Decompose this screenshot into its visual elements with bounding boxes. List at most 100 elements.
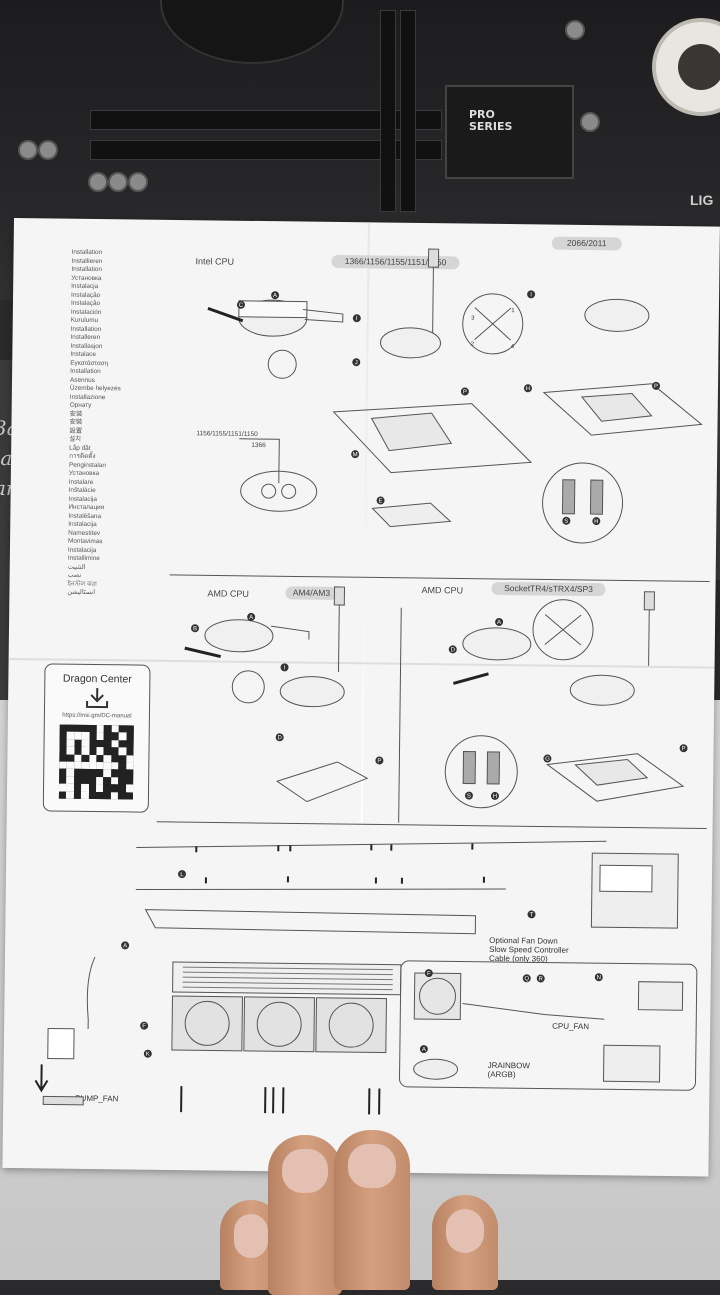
svg-text:P: P	[463, 389, 467, 395]
logo-line-2: SERIES	[469, 121, 512, 133]
part-marker: E	[377, 496, 385, 504]
arrow-icon	[453, 673, 488, 683]
argb-fan-icon	[414, 973, 461, 1020]
part-marker: D	[449, 645, 457, 653]
amd-socket-plate	[277, 761, 367, 802]
part-marker: K	[144, 1050, 152, 1058]
svg-text:A: A	[123, 943, 127, 949]
screw-order-3: 3	[471, 316, 475, 322]
svg-text:K: K	[146, 1052, 150, 1058]
part-marker: I	[527, 290, 535, 298]
svg-text:E: E	[379, 498, 383, 504]
fan-3	[316, 998, 387, 1053]
svg-text:D: D	[277, 735, 282, 741]
part-marker: B	[191, 624, 199, 632]
part-marker: R	[537, 974, 545, 982]
finger	[432, 1195, 498, 1290]
svg-text:T: T	[530, 912, 534, 918]
svg-text:R: R	[539, 976, 544, 982]
svg-text:N: N	[597, 975, 601, 981]
capacitor	[88, 172, 108, 192]
part-marker: A	[247, 613, 255, 621]
backplate-intel	[372, 502, 450, 527]
part-marker: I	[353, 314, 361, 322]
section-divider	[157, 822, 707, 829]
part-marker: Q	[523, 974, 531, 982]
capacitor	[38, 140, 58, 160]
power-supply-icon	[638, 982, 682, 1011]
part-marker: H	[491, 792, 499, 800]
pump-block-tr4-2	[570, 675, 634, 706]
svg-text:P: P	[377, 758, 381, 764]
capacitor	[128, 172, 148, 192]
svg-text:A: A	[422, 1047, 426, 1053]
part-marker: A	[121, 941, 129, 949]
fan-2	[244, 997, 315, 1052]
part-marker: G	[543, 755, 551, 763]
pump-block-tr4	[463, 628, 531, 661]
standoff-detail	[542, 462, 623, 543]
svg-text:F: F	[427, 971, 431, 977]
screwdriver-icon	[428, 249, 438, 267]
svg-text:S: S	[564, 519, 568, 525]
part-marker: A	[495, 618, 503, 626]
capacitor	[580, 112, 600, 132]
section-divider	[399, 608, 402, 823]
part-marker: L	[178, 870, 186, 878]
part-marker: P	[461, 387, 469, 395]
pump-icon	[414, 1059, 458, 1080]
detail-callout	[232, 671, 264, 703]
cpu-cooler-fan	[160, 0, 344, 64]
capacitor	[565, 20, 585, 40]
svg-text:D: D	[451, 647, 456, 653]
part-marker: P	[375, 756, 383, 764]
part-marker: T	[527, 910, 535, 918]
arrow-icon	[185, 648, 221, 656]
screw-order-2: 2	[471, 342, 475, 348]
board-edge-text: LIG	[690, 192, 713, 208]
part-marker: I	[280, 663, 288, 671]
svg-text:A: A	[497, 620, 501, 626]
svg-text:H: H	[493, 794, 497, 800]
part-marker: H	[592, 517, 600, 525]
part-marker: A	[420, 1045, 428, 1053]
part-marker: F	[140, 1022, 148, 1030]
svg-text:S: S	[467, 794, 471, 800]
screwdriver-icon	[644, 592, 654, 610]
pump-block-amd	[205, 619, 273, 652]
pump-block-2066	[585, 299, 649, 332]
part-marker: S	[562, 517, 570, 525]
svg-text:J: J	[355, 360, 358, 366]
part-marker: A	[271, 291, 279, 299]
svg-text:C: C	[239, 303, 244, 309]
svg-text:F: F	[142, 1024, 146, 1030]
part-marker: D	[276, 733, 284, 741]
screw-order-1: 1	[511, 308, 515, 314]
standoff-detail-tr4	[445, 735, 518, 808]
screwdriver-icon	[334, 587, 344, 605]
capacitor	[108, 172, 128, 192]
finger	[334, 1130, 410, 1290]
svg-text:H: H	[594, 519, 598, 525]
finger	[268, 1135, 342, 1295]
pump-block-intel-2	[380, 327, 440, 358]
svg-text:A: A	[273, 293, 277, 299]
part-marker: N	[595, 973, 603, 981]
svg-text:M: M	[353, 452, 358, 458]
pump-fan-header-icon	[43, 1096, 83, 1104]
part-marker: S	[465, 792, 473, 800]
svg-text:B: B	[193, 626, 197, 632]
motherboard-icon	[603, 1045, 659, 1082]
svg-text:G: G	[545, 757, 550, 763]
svg-text:P: P	[682, 746, 686, 752]
pump-block-amd-2	[280, 676, 344, 707]
radiator-frame	[145, 910, 475, 934]
svg-text:Q: Q	[524, 976, 529, 982]
svg-text:H: H	[526, 386, 530, 392]
part-marker: M	[351, 450, 359, 458]
installation-diagrams: A C I J P I H P S H M E B A I D P D A G …	[2, 218, 720, 1177]
svg-text:P: P	[654, 384, 658, 390]
pump-cable	[87, 957, 95, 1029]
